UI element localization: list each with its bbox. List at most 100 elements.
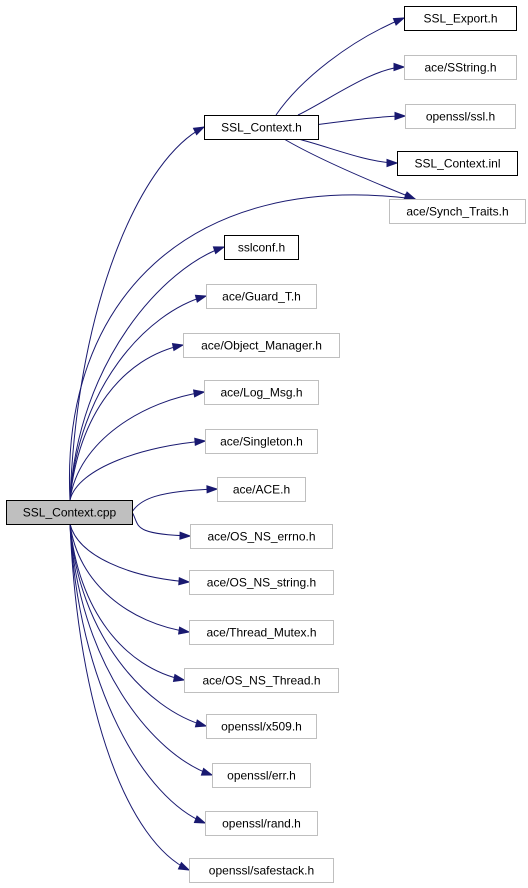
node-openssl-safestack-h: openssl/safestack.h — [189, 858, 334, 883]
node-box — [204, 380, 319, 405]
edge-root-to-sslconf_h — [69, 246, 226, 501]
node-label: ace/ACE.h — [233, 483, 290, 497]
node-label: ace/Thread_Mutex.h — [206, 626, 316, 640]
edge-root-to-openssl_x509_h — [69, 523, 208, 728]
arrow-head-icon — [171, 343, 185, 352]
arrow-head-icon — [394, 111, 407, 121]
edge-line — [69, 523, 190, 633]
node-label: sslconf.h — [238, 241, 285, 255]
edge-line — [69, 344, 184, 501]
edge-root-to-ace_os_ns_errno_h — [131, 511, 192, 540]
node-label: openssl/err.h — [227, 769, 296, 783]
node-box — [189, 620, 334, 645]
node-ace-guard-t-h: ace/Guard_T.h — [206, 284, 317, 309]
edge-line — [69, 523, 207, 727]
node-label: openssl/rand.h — [222, 817, 301, 831]
edge-ssl_context_h-to-ssl_context_inl — [297, 138, 399, 168]
node-ace-os-ns-errno-h: ace/OS_NS_errno.h — [190, 524, 333, 549]
edge-line — [69, 523, 190, 871]
node-label: SSL_Context.inl — [414, 157, 500, 171]
edge-line — [283, 138, 416, 200]
node-openssl-ssl-h: openssl/ssl.h — [405, 104, 516, 129]
node-label: ace/OS_NS_Thread.h — [202, 674, 320, 688]
node-ssl-context-h[interactable]: SSL_Context.h — [204, 115, 319, 140]
arrow-head-icon — [194, 719, 208, 728]
node-box — [184, 668, 339, 693]
node-box — [397, 151, 518, 176]
edge-line — [131, 488, 218, 513]
node-ace-synch-traits-h: ace/Synch_Traits.h — [389, 199, 526, 224]
node-ace-sstring-h: ace/SString.h — [404, 55, 517, 80]
node-ace-ace-h: ace/ACE.h — [217, 477, 306, 502]
node-label: ace/SString.h — [424, 61, 496, 75]
node-box — [6, 500, 133, 525]
node-ace-os-ns-thread-h: ace/OS_NS_Thread.h — [184, 668, 339, 693]
node-label: SSL_Export.h — [423, 12, 497, 26]
edge-root-to-ace_singleton_h — [69, 437, 207, 501]
arrow-head-icon — [403, 191, 417, 200]
node-label: ace/Log_Msg.h — [220, 386, 302, 400]
node-openssl-rand-h: openssl/rand.h — [205, 811, 318, 836]
node-label: ace/Singleton.h — [220, 435, 303, 449]
node-ace-log-msg-h: ace/Log_Msg.h — [204, 380, 319, 405]
node-label: ace/Guard_T.h — [222, 290, 301, 304]
node-box — [205, 429, 318, 454]
edge-root-to-openssl_rand_h — [69, 523, 207, 824]
node-box — [217, 477, 306, 502]
node-label: openssl/safestack.h — [209, 864, 314, 878]
node-box — [389, 199, 526, 224]
node-box — [190, 524, 333, 549]
node-ace-singleton-h: ace/Singleton.h — [205, 429, 318, 454]
node-label: openssl/x509.h — [221, 720, 302, 734]
arrow-head-icon — [200, 767, 214, 776]
node-ssl-context-inl[interactable]: SSL_Context.inl — [397, 151, 518, 176]
edge-root-to-ssl_context_h — [69, 126, 206, 501]
edge-root-to-ace_os_ns_string_h — [69, 523, 191, 586]
arrow-head-icon — [194, 437, 207, 447]
edge-line — [69, 440, 206, 501]
node-ace-thread-mutex-h: ace/Thread_Mutex.h — [189, 620, 334, 645]
node-box — [183, 333, 340, 358]
node-ace-object-manager-h: ace/Object_Manager.h — [183, 333, 340, 358]
node-label: SSL_Context.cpp — [23, 506, 117, 520]
edge-line — [69, 246, 225, 501]
edge-root-to-ace_object_manager_h — [69, 343, 185, 501]
node-box — [206, 714, 317, 739]
node-box — [405, 104, 516, 129]
node-box — [212, 763, 311, 788]
edge-line — [69, 523, 185, 681]
node-box — [189, 858, 334, 883]
arrow-head-icon — [386, 158, 399, 168]
node-ssl-export-h[interactable]: SSL_Export.h — [404, 6, 517, 31]
node-label: ace/OS_NS_errno.h — [207, 530, 315, 544]
arrow-head-icon — [178, 576, 191, 586]
arrow-head-icon — [178, 626, 191, 635]
edge-line — [297, 138, 398, 164]
edge-root-to-openssl_err_h — [69, 523, 214, 776]
arrow-head-icon — [177, 861, 191, 871]
nodes-layer: SSL_Context.cpp SSL_Context.h SSL_Export.h… — [6, 6, 526, 883]
arrow-head-icon — [172, 673, 186, 682]
arrow-head-icon — [194, 294, 208, 303]
edges-layer — [68, 17, 417, 871]
arrow-head-icon — [193, 389, 206, 398]
node-label: SSL_Context.h — [221, 121, 302, 135]
node-sslconf-h[interactable]: sslconf.h — [224, 235, 299, 260]
edge-ssl_context_h-to-ssl_export_h — [275, 17, 406, 116]
edge-line — [69, 295, 207, 501]
edge-line — [131, 511, 191, 537]
node-root: SSL_Context.cpp — [6, 500, 133, 525]
node-label: ace/Synch_Traits.h — [406, 205, 508, 219]
node-box — [205, 811, 318, 836]
edge-ssl_context_h-to-ace_sstring_h — [297, 62, 406, 116]
edge-root-to-ace_os_ns_thread_h — [69, 523, 186, 682]
edge-ssl_context_h-to-ace_synch_traits_h — [283, 138, 417, 200]
edge-root-to-ace_thread_mutex_h — [69, 523, 191, 635]
arrow-head-icon — [193, 815, 207, 824]
node-label: openssl/ssl.h — [426, 110, 495, 124]
node-openssl-x509-h: openssl/x509.h — [206, 714, 317, 739]
edge-root-to-ace_guard_t_h — [69, 294, 208, 501]
arrow-head-icon — [206, 485, 219, 494]
arrow-head-icon — [179, 531, 192, 540]
